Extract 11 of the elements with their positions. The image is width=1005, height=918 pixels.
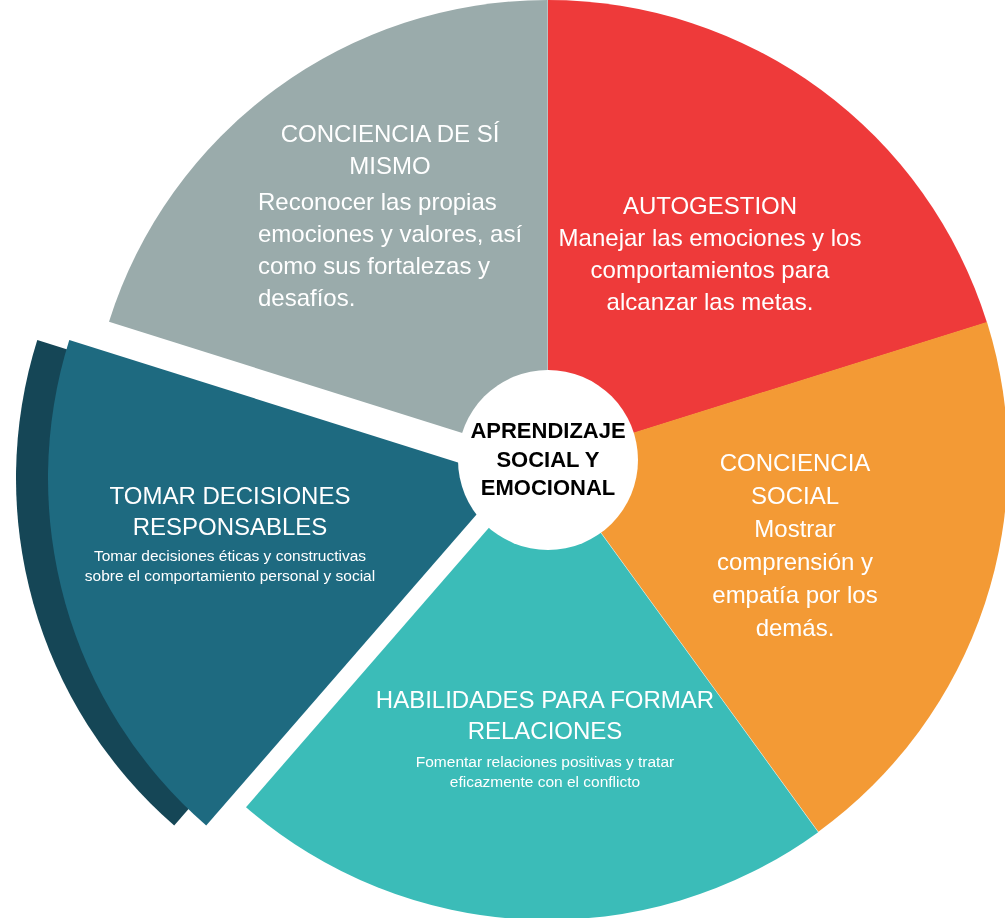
- segment-description: Manejar las emociones y los comportamientos para alcanzar las metas.: [557, 223, 863, 317]
- segment-description: Reconocer las propias emociones y valores, así como sus fortalezas y desafíos.: [258, 187, 524, 313]
- center-title: APRENDIZAJE SOCIAL Y EMOCIONAL: [469, 417, 627, 503]
- segment-heading: TOMAR DECISIONES RESPONSABLES: [108, 481, 352, 543]
- segment-description: Fomentar relaciones positivas y tratar eficazmente con el conflicto: [414, 752, 676, 793]
- segment-heading: AUTOGESTION: [621, 191, 799, 221]
- segment-heading: HABILIDADES PARA FORMAR RELACIONES: [375, 685, 715, 747]
- segment-description: Mostrar comprensión y empatía por los demás.: [711, 514, 879, 644]
- segment-heading: CONCIENCIA SOCIAL: [718, 448, 872, 512]
- segment-heading: CONCIENCIA DE SÍ MISMO: [279, 119, 501, 181]
- segment-description: Tomar decisiones éticas y constructivas sobre el comportamiento personal y social: [83, 546, 377, 587]
